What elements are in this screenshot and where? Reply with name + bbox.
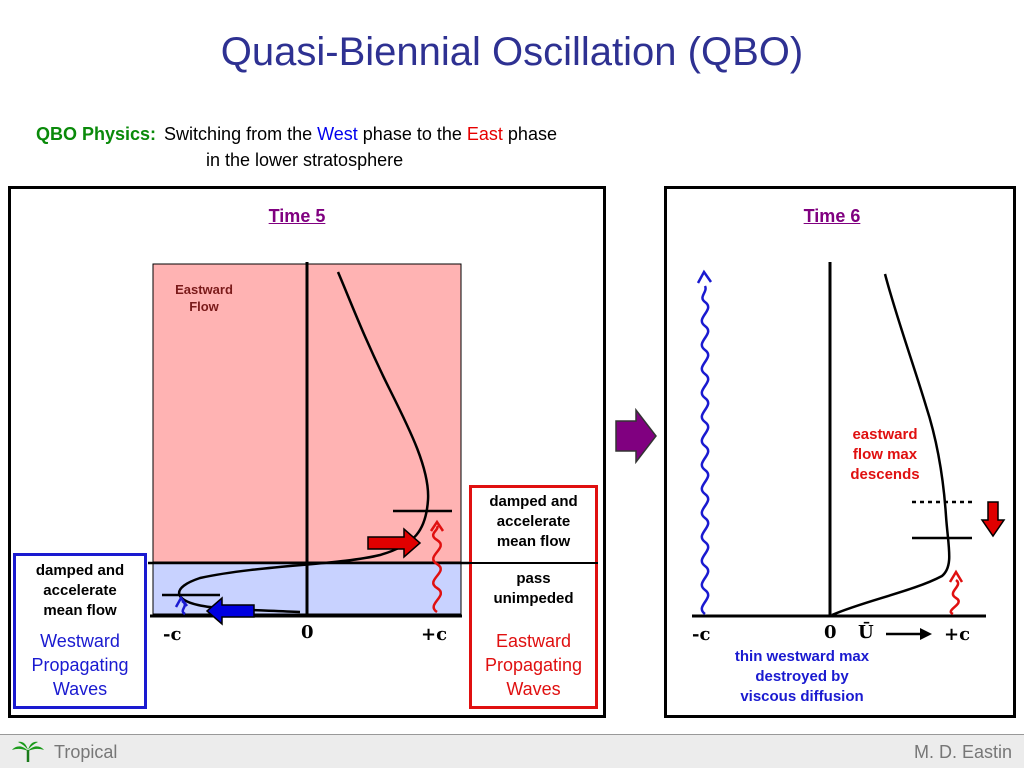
descend-arrow-icon — [980, 501, 1006, 538]
eastward-box-divider — [469, 562, 598, 564]
eastward-damped-text: damped and accelerate mean flow — [489, 493, 578, 550]
subtitle-part1: Switching from the — [164, 124, 318, 144]
palm-logo-icon — [12, 741, 44, 762]
red-arrow-icon — [367, 527, 422, 559]
eastward-waves-box — [469, 485, 598, 709]
time6-mean-flow-profile — [831, 273, 951, 617]
time6-axis-neg-c: -c — [692, 624, 711, 645]
mean-flow-profile — [178, 271, 430, 614]
red-wave-arrowhead-icon — [429, 519, 445, 532]
time6-panel — [664, 186, 1016, 718]
time6-axis-pos-c: +c — [944, 624, 971, 645]
transition-arrow-icon — [615, 408, 657, 464]
subtitle: QBO Physics: Switching from the West phas… — [36, 121, 557, 173]
blue-arrow-icon — [205, 596, 255, 626]
blue-wave-arrowhead-icon — [174, 595, 188, 608]
time6-label: Time 6 — [803, 206, 861, 226]
subtitle-line2: in the lower stratosphere — [206, 150, 404, 170]
eastward-waves-text: Eastward Propagating Waves — [484, 631, 583, 699]
u-direction-arrowhead-icon — [920, 628, 932, 640]
footer-right-text: M. D. Eastin — [913, 742, 1012, 762]
time5-axis-pos-c: +c — [421, 624, 448, 645]
time6-axis-u: Ū — [858, 622, 874, 643]
pass-unimpeded-text: pass unimpeded — [493, 570, 574, 607]
time6-diagram — [692, 262, 1006, 640]
subtitle-label: QBO Physics: — [36, 124, 157, 144]
westward-waves-box — [13, 553, 147, 709]
time6-blue-wave-arrowhead-icon — [696, 269, 713, 284]
time5-axis-zero: 0 — [301, 622, 314, 643]
time6-red-wave-arrowhead-icon — [948, 569, 964, 583]
time6-axis-zero: 0 — [824, 622, 837, 643]
time5-axis-neg-c: -c — [163, 624, 182, 645]
subtitle-west: West — [317, 124, 358, 144]
eastward-flow-label: Eastward Flow — [175, 282, 233, 314]
subtitle-east: East — [466, 124, 503, 144]
descends-text: eastward flow max descends — [850, 426, 920, 483]
westward-damped-text: damped and accelerate mean flow — [35, 562, 125, 619]
footer: Tropical M. D. Eastin — [0, 734, 1024, 768]
subtitle-part3: phase — [502, 124, 557, 144]
slide-title: Quasi-Biennial Oscillation (QBO) — [220, 30, 804, 74]
time6-red-wave-icon — [949, 579, 960, 616]
diffusion-text: thin westward max destroyed by viscous d… — [734, 648, 870, 705]
footer-left-text: Tropical — [54, 742, 118, 762]
westward-waves-text: Westward Propagating Waves — [31, 631, 129, 699]
time5-label: Time 5 — [268, 206, 326, 226]
time5-diagram — [148, 262, 598, 626]
subtitle-part2: phase to the — [357, 124, 467, 144]
time6-blue-wave-icon — [700, 285, 710, 616]
red-wave-icon — [431, 525, 443, 614]
